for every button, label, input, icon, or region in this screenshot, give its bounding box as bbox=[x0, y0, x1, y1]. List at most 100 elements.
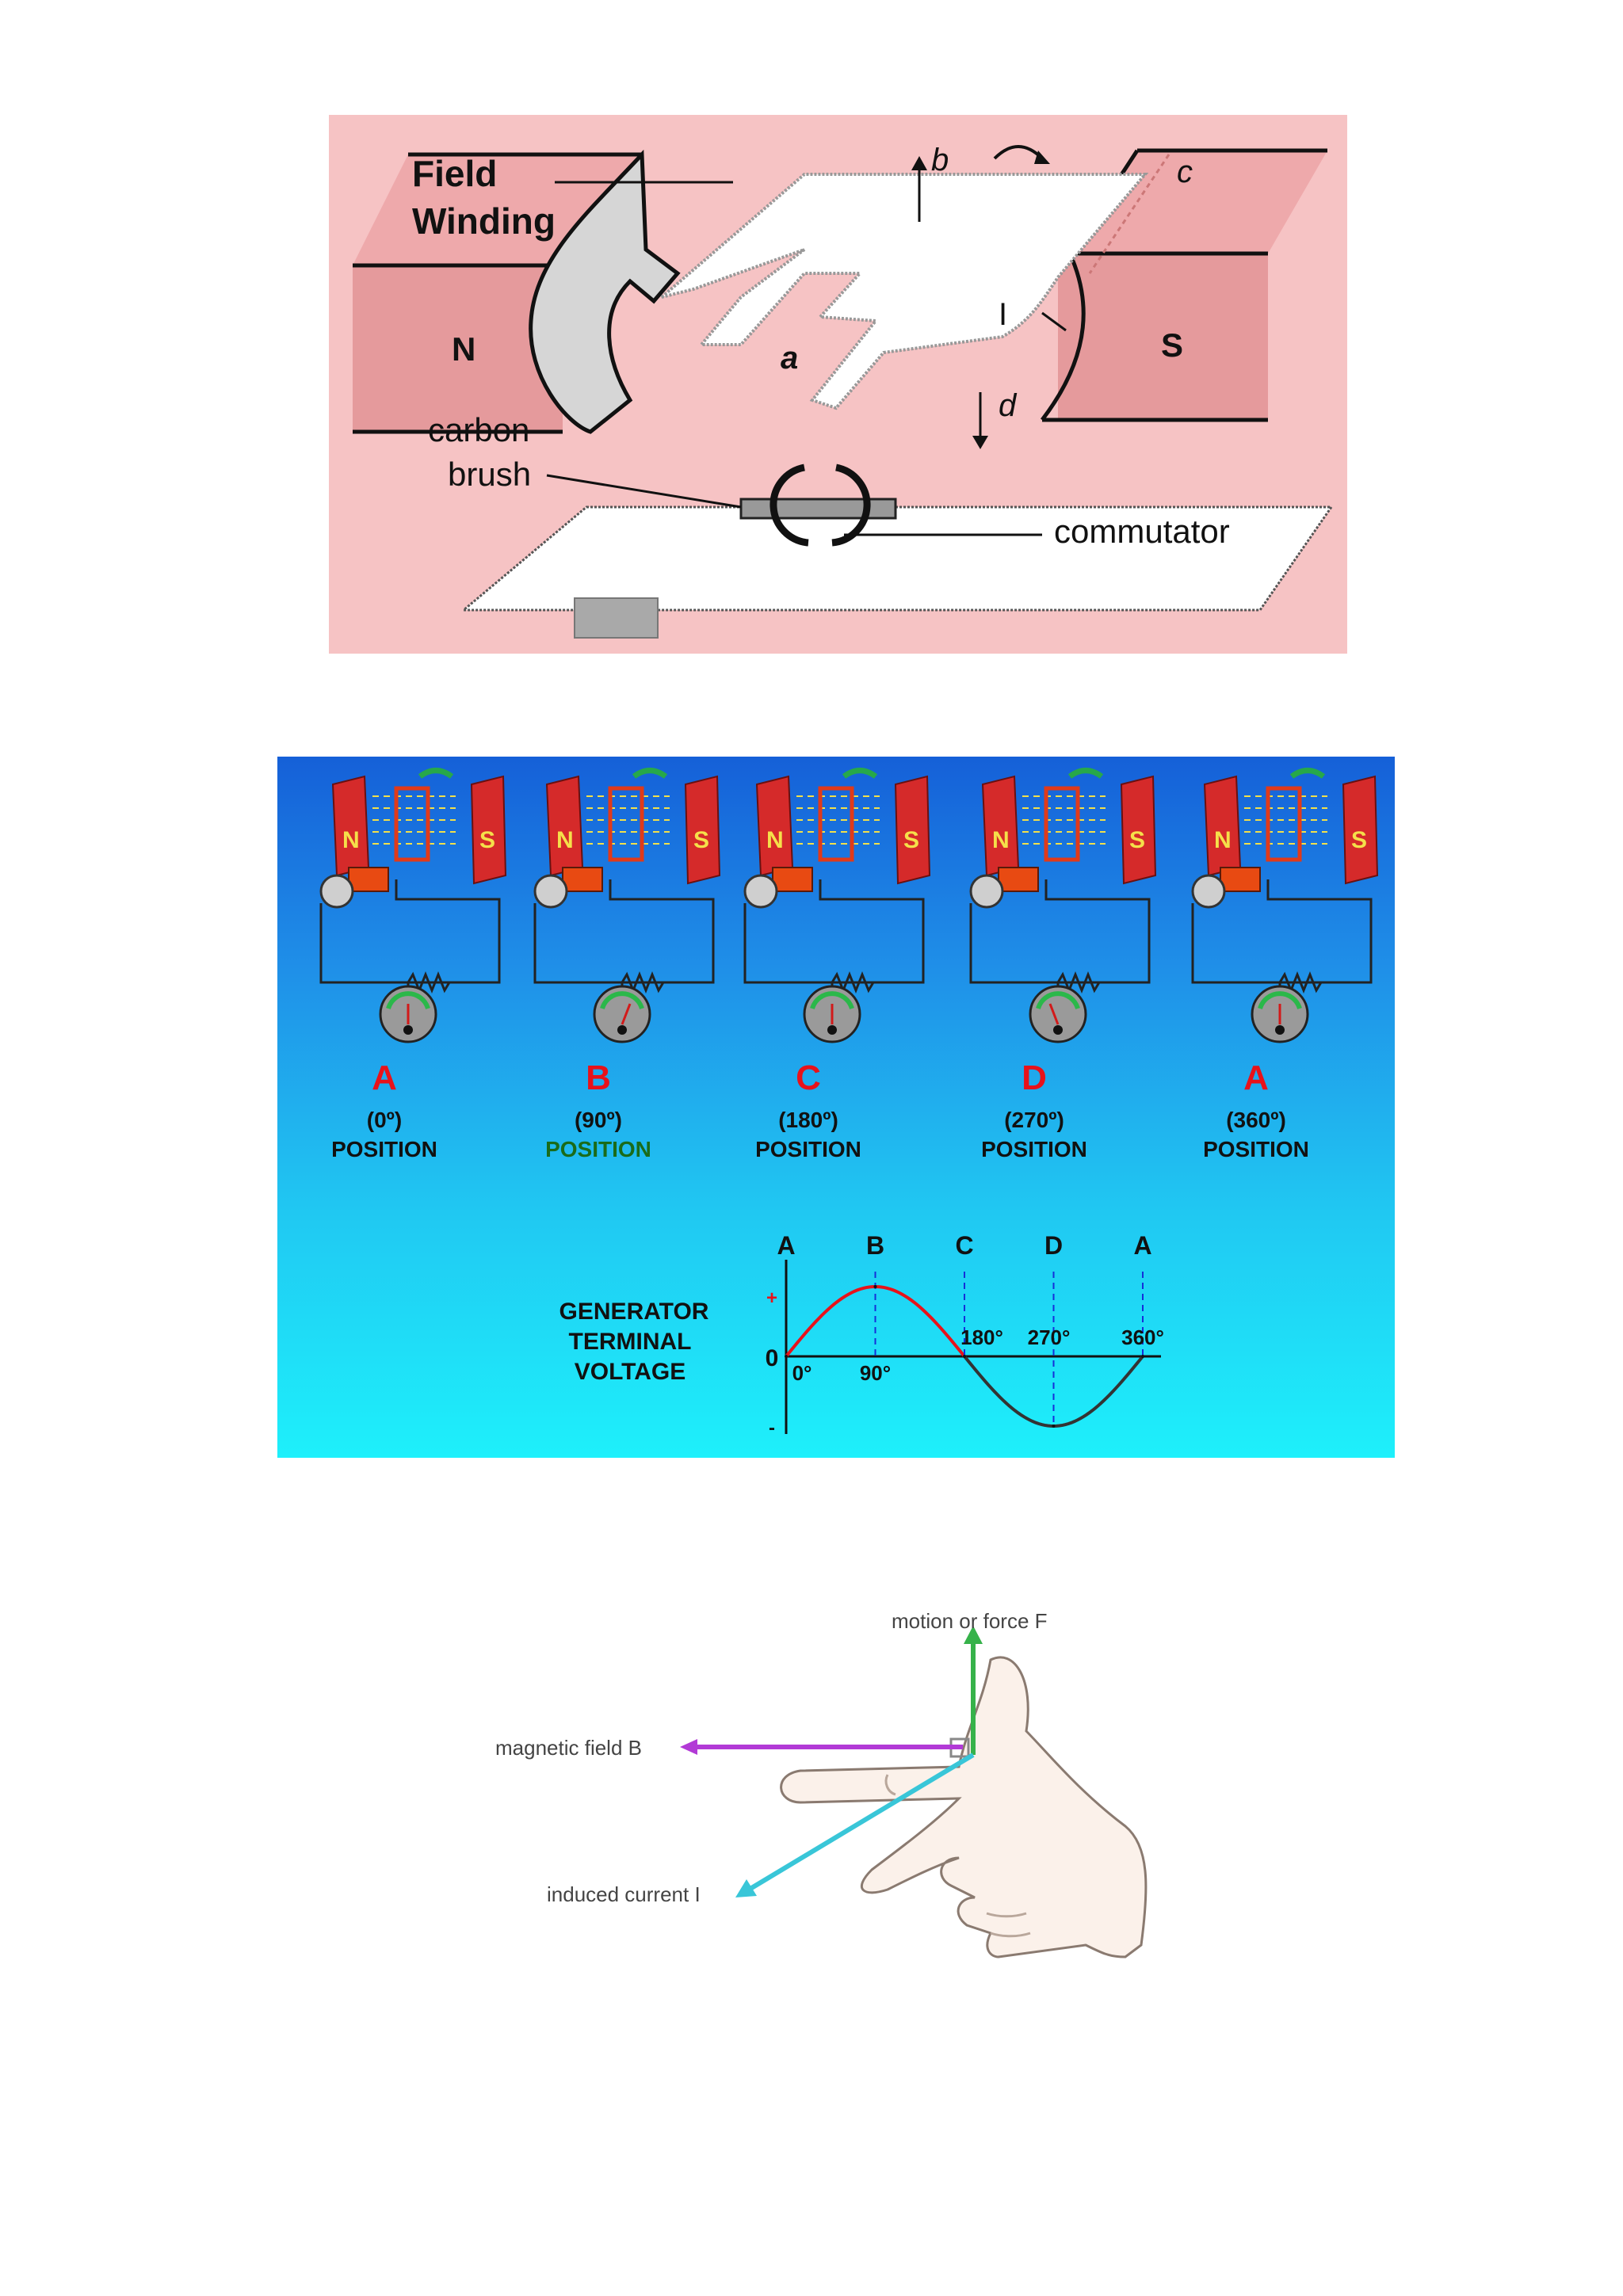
south-magnet bbox=[1120, 775, 1157, 885]
hand-outline bbox=[780, 1656, 1148, 1958]
coil-label-c: c bbox=[1177, 154, 1193, 189]
south-magnet-label: S bbox=[903, 827, 919, 853]
slip-ring bbox=[998, 867, 1039, 892]
south-magnet-label: S bbox=[1129, 827, 1145, 853]
coil bbox=[818, 786, 854, 862]
rotation-arrow bbox=[993, 145, 1044, 160]
resistor bbox=[621, 971, 665, 994]
carbon-label-1: carbon bbox=[428, 411, 529, 448]
field-label-2: Winding bbox=[412, 200, 556, 242]
position-2: N S B (90º) POSITION bbox=[533, 768, 721, 1161]
terminal-label-3: VOLTAGE bbox=[575, 1359, 686, 1385]
data-point bbox=[785, 1355, 788, 1358]
north-magnet bbox=[981, 775, 1020, 877]
south-magnet-label: S bbox=[693, 827, 709, 853]
coil bbox=[1266, 786, 1302, 862]
y-axis-label: - bbox=[769, 1417, 775, 1439]
coil bbox=[608, 786, 644, 862]
terminal-label-1: GENERATOR bbox=[559, 1299, 709, 1325]
wave-negative-half bbox=[963, 1355, 1144, 1428]
rotation-arrow bbox=[842, 768, 878, 779]
south-pole-label: S bbox=[1161, 326, 1183, 364]
right-hand-rule-panel: motion or force F magnetic field B induc… bbox=[444, 1585, 1197, 1997]
battery-block bbox=[574, 597, 659, 639]
point-label: A bbox=[777, 1231, 795, 1260]
brush bbox=[533, 874, 568, 909]
tick-label: 0° bbox=[792, 1361, 812, 1385]
current-label: induced current I bbox=[547, 1882, 701, 1906]
north-pole-face bbox=[529, 149, 681, 434]
commutator-right bbox=[831, 463, 871, 547]
north-magnet bbox=[331, 775, 370, 877]
position-angle: (90º) bbox=[575, 1108, 622, 1132]
position-letter: C bbox=[796, 1058, 821, 1097]
point-label: B bbox=[866, 1231, 884, 1260]
position-angle: (270º) bbox=[1004, 1108, 1064, 1132]
south-magnet-label: S bbox=[479, 827, 495, 853]
south-pole-body bbox=[1058, 254, 1268, 420]
point-label: D bbox=[1044, 1231, 1063, 1260]
meter-scale bbox=[386, 991, 430, 1009]
position-angle: (180º) bbox=[778, 1108, 838, 1132]
south-magnet-label: S bbox=[1351, 827, 1367, 853]
resistor bbox=[1278, 971, 1323, 994]
north-pole-body bbox=[353, 265, 563, 432]
resistor bbox=[1056, 971, 1101, 994]
north-magnet-label: N bbox=[1214, 827, 1232, 853]
north-magnet bbox=[1203, 775, 1242, 877]
coil bbox=[1044, 786, 1080, 862]
north-magnet-label: N bbox=[992, 827, 1010, 853]
circuit-wire bbox=[743, 879, 925, 984]
hand-rule-svg: motion or force F magnetic field B induc… bbox=[495, 1609, 1148, 1958]
position-caption: POSITION bbox=[545, 1137, 651, 1161]
slip-ring bbox=[562, 867, 603, 892]
north-pole-label: N bbox=[452, 330, 475, 368]
circuit-wire bbox=[533, 879, 715, 984]
brush bbox=[1191, 874, 1226, 909]
circuit-wire bbox=[319, 879, 501, 984]
coil-label-a: a bbox=[781, 341, 798, 376]
tick-label: 90° bbox=[860, 1361, 891, 1385]
meter-scale bbox=[1036, 991, 1080, 1009]
data-point bbox=[1141, 1355, 1144, 1358]
rotation-arrow bbox=[418, 768, 454, 779]
south-magnet bbox=[894, 775, 931, 885]
field-label-1: Field bbox=[412, 153, 497, 194]
data-point bbox=[873, 1285, 877, 1288]
circuit-wire bbox=[1191, 879, 1373, 984]
terminal-label-2: TERMINAL bbox=[569, 1329, 692, 1355]
south-magnet bbox=[1342, 775, 1379, 885]
base-plate bbox=[460, 505, 1334, 612]
position-letter: A bbox=[1243, 1058, 1269, 1097]
north-magnet-label: N bbox=[766, 827, 784, 853]
position-caption: POSITION bbox=[331, 1137, 437, 1161]
north-magnet bbox=[755, 775, 794, 877]
field-label: magnetic field B bbox=[495, 1736, 642, 1760]
resistor bbox=[831, 971, 875, 994]
south-magnet bbox=[470, 775, 507, 885]
resistor bbox=[407, 971, 451, 994]
data-point bbox=[1052, 1425, 1056, 1428]
current-arrow bbox=[747, 1753, 975, 1892]
position-letter: A bbox=[372, 1058, 397, 1097]
tick-label: 180° bbox=[960, 1325, 1003, 1349]
position-letter: B bbox=[586, 1058, 611, 1097]
coil-label-b: b bbox=[931, 143, 949, 177]
brush bbox=[743, 874, 778, 909]
y-axis-label: 0 bbox=[766, 1345, 779, 1371]
commutator-label: commutator bbox=[1054, 513, 1230, 550]
data-point bbox=[963, 1355, 966, 1358]
dc-machine-diagram: Field Winding N S a b c d I carbon brush… bbox=[329, 115, 1347, 654]
point-label: A bbox=[1133, 1231, 1151, 1260]
meter-scale bbox=[1258, 991, 1302, 1009]
armature-coil bbox=[660, 173, 1149, 410]
meter-needle bbox=[1048, 1003, 1060, 1025]
north-magnet-label: N bbox=[556, 827, 574, 853]
commutator-left bbox=[769, 463, 809, 547]
rotation-arrow bbox=[1289, 768, 1326, 779]
